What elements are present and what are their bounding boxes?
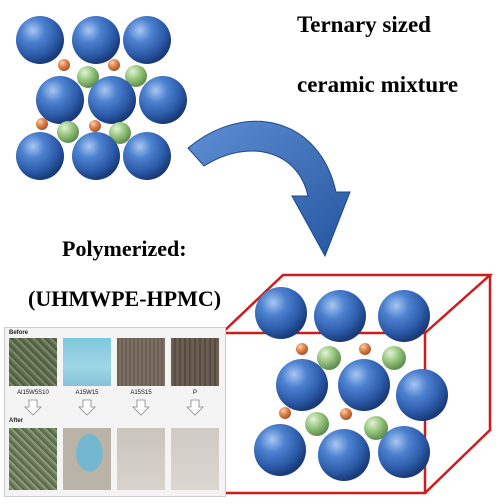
large-particle (16, 16, 64, 64)
large-particle (123, 16, 171, 64)
polymerized-label: Polymerized: (62, 236, 187, 261)
large-particle (314, 290, 366, 342)
sample-label: A15S15 (130, 390, 152, 396)
after-sample-strip (9, 428, 57, 490)
large-particle (123, 132, 171, 180)
sample-label: P (192, 390, 197, 396)
large-particle (396, 369, 448, 421)
large-particle (255, 287, 307, 339)
medium-particle (125, 65, 147, 87)
sample-label: Al15W5S10 (17, 390, 49, 396)
box-top-face (221, 273, 494, 334)
after-caption: After (9, 418, 24, 424)
small-particle (58, 59, 70, 71)
before-caption: Before (9, 330, 29, 336)
small-particle (89, 120, 101, 132)
sample-label: A15W15 (75, 390, 99, 396)
before-sample-strip (171, 338, 219, 386)
large-particle (338, 359, 390, 411)
small-particle (36, 118, 48, 130)
packed-particle-cluster (254, 287, 448, 481)
medium-particle (364, 416, 388, 440)
curved-arrow (187, 120, 351, 258)
small-particle (279, 407, 291, 419)
medium-particle (317, 346, 341, 370)
down-arrow-icon (186, 399, 204, 416)
medium-particle (305, 412, 329, 436)
before-sample-strip (9, 338, 57, 386)
down-arrow-icon (24, 399, 42, 416)
box-right-face (424, 275, 492, 494)
large-particle (72, 132, 120, 180)
down-arrow-icon (78, 399, 96, 416)
transition-arrows (24, 399, 204, 416)
large-particle (318, 429, 370, 481)
medium-particle (57, 121, 79, 143)
small-particle (296, 343, 308, 355)
large-particle (139, 76, 187, 124)
material-label: (UHMWPE-HPMC) (28, 286, 222, 311)
large-particle (88, 76, 136, 124)
title-line-1: Ternary sized (297, 12, 431, 37)
large-particle (378, 290, 430, 342)
medium-particle (77, 66, 99, 88)
large-particle (276, 359, 328, 411)
small-particle (108, 59, 120, 71)
before-sample-strip (117, 338, 165, 386)
sample-photo-panel: Before Al15W5S10 A15W15 A15S15 P After (4, 327, 226, 497)
medium-particle (109, 122, 131, 144)
small-particle (340, 408, 352, 420)
large-particle (72, 16, 120, 64)
large-particle (378, 426, 430, 478)
medium-particle (382, 346, 406, 370)
ternary-mixture-cluster (16, 16, 187, 180)
title-line-2: ceramic mixture (297, 72, 459, 97)
after-sample-strip (117, 428, 165, 490)
large-particle (36, 76, 84, 124)
down-arrow-icon (132, 399, 150, 416)
large-particle (16, 132, 64, 180)
large-particle (254, 424, 306, 476)
before-sample-strip (63, 338, 111, 386)
small-particle (359, 343, 371, 355)
after-sample-strip (171, 428, 219, 490)
after-sample-strip (63, 428, 111, 490)
